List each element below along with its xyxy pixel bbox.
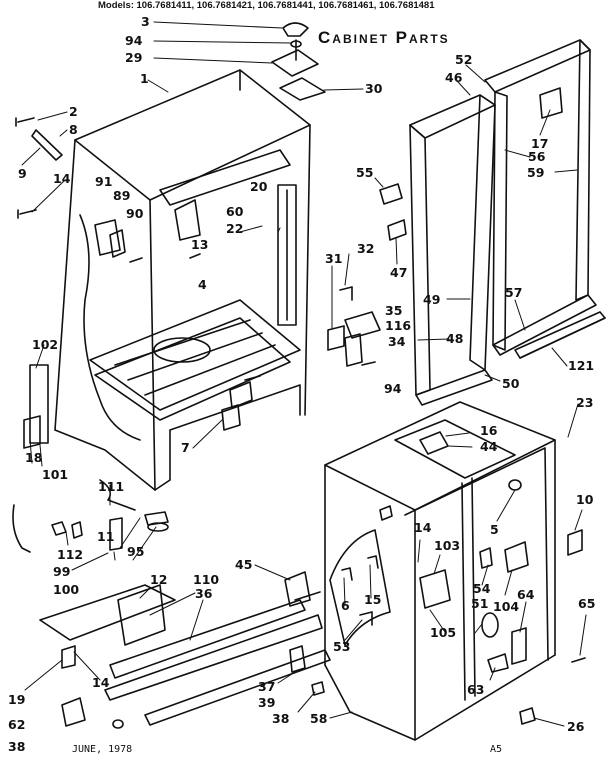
callout-99: 99 xyxy=(53,564,71,579)
callout-22: 22 xyxy=(226,221,244,236)
callout-55: 55 xyxy=(356,165,374,180)
callout-12: 12 xyxy=(150,572,168,587)
callout-54: 54 xyxy=(473,581,491,596)
callout-20: 20 xyxy=(250,179,268,194)
callout-14: 14 xyxy=(53,171,71,186)
callout-89: 89 xyxy=(113,188,131,203)
callout-121: 121 xyxy=(568,358,595,373)
callout-32: 32 xyxy=(357,241,375,256)
footer-date: JUNE, 1978 xyxy=(72,744,133,755)
callout-51: 51 xyxy=(471,596,489,611)
callout-49: 49 xyxy=(423,292,441,307)
callout-56: 56 xyxy=(528,149,546,164)
callout-39: 39 xyxy=(258,695,276,710)
callout-23: 23 xyxy=(576,395,594,410)
callout-95: 95 xyxy=(127,544,145,559)
callout-29: 29 xyxy=(125,50,143,65)
callout-37: 37 xyxy=(258,679,276,694)
callout-14b: 14 xyxy=(92,675,110,690)
callout-94b: 94 xyxy=(384,381,402,396)
callout-15: 15 xyxy=(364,592,382,607)
callout-30: 30 xyxy=(365,81,383,96)
callout-65: 65 xyxy=(578,596,596,611)
callout-101: 101 xyxy=(42,467,69,482)
callout-58: 58 xyxy=(310,711,328,726)
callout-11: 11 xyxy=(97,529,115,544)
top-hinge-assembly xyxy=(271,22,326,101)
callout-63: 63 xyxy=(467,682,485,697)
callout-16: 16 xyxy=(480,423,498,438)
callout-64: 64 xyxy=(517,587,535,602)
callout-1: 1 xyxy=(140,71,149,86)
callout-36: 36 xyxy=(195,586,213,601)
callout-7: 7 xyxy=(181,440,190,455)
base-assembly xyxy=(39,571,536,729)
callout-112: 112 xyxy=(57,547,84,562)
callout-116: 116 xyxy=(385,318,412,333)
callout-3: 3 xyxy=(141,14,150,29)
callout-17: 17 xyxy=(531,136,549,151)
callout-18: 18 xyxy=(25,450,43,465)
callout-5: 5 xyxy=(490,522,499,537)
callout-102: 102 xyxy=(32,337,59,352)
middle-hardware xyxy=(327,183,407,367)
models-line: Models: 106.7681411, 106.7681421, 106.76… xyxy=(98,0,435,11)
callout-35: 35 xyxy=(385,303,403,318)
callout-47: 47 xyxy=(390,265,408,280)
callout-50: 50 xyxy=(502,376,520,391)
callout-59: 59 xyxy=(527,165,545,180)
callout-38: 38 xyxy=(8,739,26,754)
cabinet-shell xyxy=(324,401,586,741)
callout-103: 103 xyxy=(434,538,461,553)
callout-26: 26 xyxy=(567,719,585,734)
door-gasket-frames xyxy=(409,39,606,406)
callout-100: 100 xyxy=(53,582,80,597)
callout-48: 48 xyxy=(446,331,464,346)
callout-104: 104 xyxy=(493,599,520,614)
leader-lines xyxy=(21,21,587,727)
cabinet-frame xyxy=(54,69,311,491)
callout-111: 111 xyxy=(98,479,125,494)
callout-6: 6 xyxy=(341,598,350,613)
callout-57: 57 xyxy=(505,285,523,300)
callout-90: 90 xyxy=(126,206,144,221)
callout-105: 105 xyxy=(430,625,457,640)
callout-45: 45 xyxy=(235,557,253,572)
callout-34: 34 xyxy=(388,334,406,349)
callout-52: 52 xyxy=(455,52,473,67)
callout-10: 10 xyxy=(576,492,594,507)
callout-110: 110 xyxy=(193,572,220,587)
callout-62: 62 xyxy=(8,717,26,732)
callout-19: 19 xyxy=(8,692,26,707)
footer-code: A5 xyxy=(490,744,503,755)
callout-13: 13 xyxy=(191,237,209,252)
callout-46: 46 xyxy=(445,70,463,85)
callout-14c: 14 xyxy=(414,520,432,535)
callout-8: 8 xyxy=(69,122,78,137)
callout-91: 91 xyxy=(95,174,113,189)
callout-60: 60 xyxy=(226,204,244,219)
callout-31: 31 xyxy=(325,251,343,266)
callout-53: 53 xyxy=(333,639,351,654)
callout-38b: 38 xyxy=(272,711,290,726)
callout-9: 9 xyxy=(18,166,27,181)
callout-2: 2 xyxy=(69,104,78,119)
diagram-title: Cabinet Parts xyxy=(318,28,450,47)
callout-94: 94 xyxy=(125,33,143,48)
callout-4: 4 xyxy=(198,277,207,292)
callout-44: 44 xyxy=(480,439,498,454)
